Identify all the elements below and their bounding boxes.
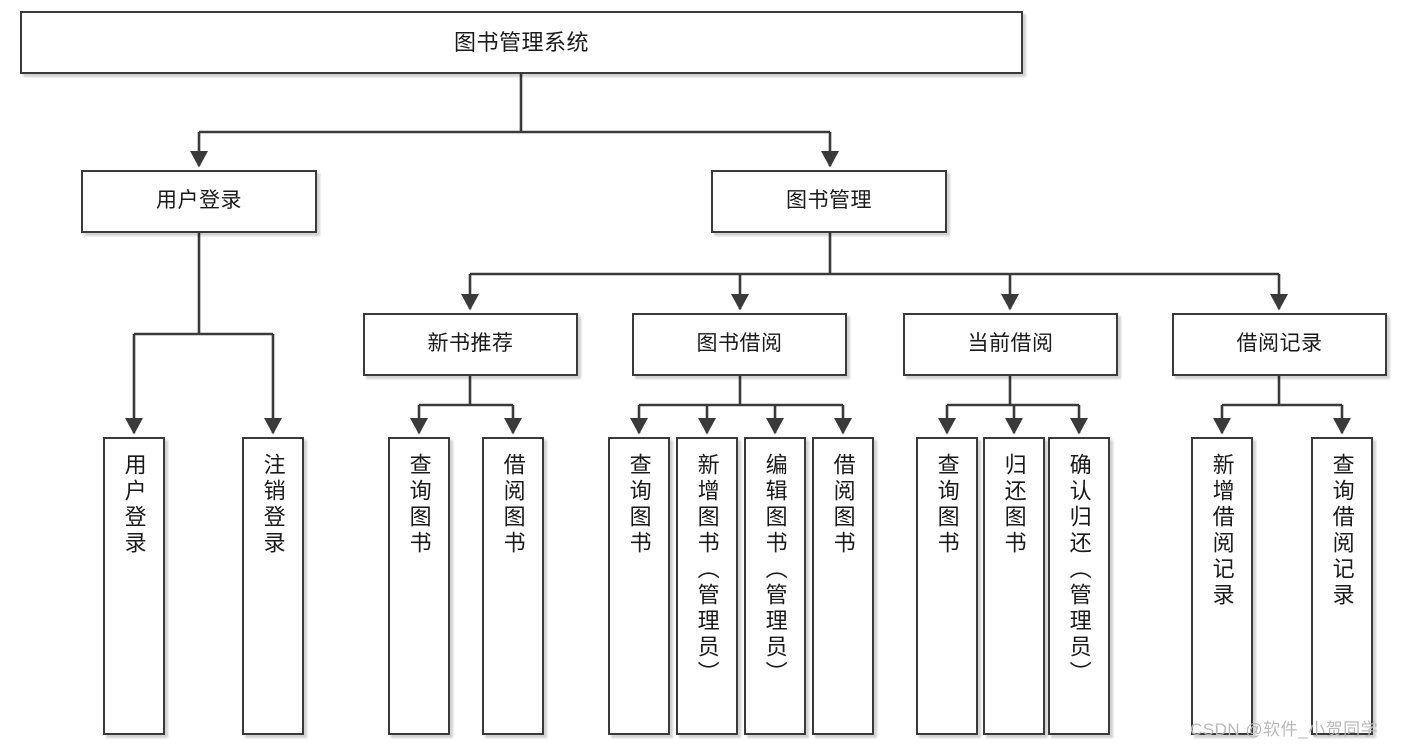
leaf-borrow-book-1-label: 借阅图书	[500, 453, 526, 557]
leaf-add-borrow-record-label: 新增借阅记录	[1209, 453, 1235, 609]
leaf-user-login[interactable]: 用户登录	[103, 437, 165, 735]
leaf-confirm-return[interactable]: 确认归还（管理员）	[1048, 437, 1110, 735]
leaf-logout-login[interactable]: 注销登录	[242, 437, 304, 735]
node-book-borrow[interactable]: 图书借阅	[632, 313, 847, 376]
leaf-return-book[interactable]: 归还图书	[983, 437, 1045, 735]
leaf-return-book-label: 归还图书	[1001, 453, 1027, 557]
node-book-management[interactable]: 图书管理	[711, 170, 947, 233]
leaf-edit-book-label: 编辑图书（管理员）	[762, 453, 788, 687]
leaf-query-book-3-label: 查询图书	[934, 453, 960, 557]
node-user-login-label: 用户登录	[156, 189, 242, 213]
node-current-borrow[interactable]: 当前借阅	[903, 313, 1118, 376]
leaf-query-book-1[interactable]: 查询图书	[388, 437, 450, 735]
node-new-book-recommend[interactable]: 新书推荐	[363, 313, 578, 376]
leaf-borrow-book-2[interactable]: 借阅图书	[812, 437, 874, 735]
leaf-borrow-book-2-label: 借阅图书	[830, 453, 856, 557]
leaf-query-book-3[interactable]: 查询图书	[916, 437, 978, 735]
node-book-management-label: 图书管理	[786, 189, 872, 213]
leaf-add-book[interactable]: 新增图书（管理员）	[676, 437, 738, 735]
leaf-add-borrow-record[interactable]: 新增借阅记录	[1191, 437, 1253, 735]
node-root-label: 图书管理系统	[453, 29, 589, 55]
leaf-query-book-2[interactable]: 查询图书	[608, 437, 670, 735]
leaf-logout-login-label: 注销登录	[260, 453, 286, 557]
node-new-book-recommend-label: 新书推荐	[427, 332, 514, 356]
node-borrow-record-label: 借阅记录	[1236, 332, 1323, 356]
leaf-query-borrow-record-label: 查询借阅记录	[1329, 453, 1355, 609]
leaf-query-book-1-label: 查询图书	[406, 453, 432, 557]
node-user-login[interactable]: 用户登录	[81, 170, 317, 233]
leaf-borrow-book-1[interactable]: 借阅图书	[482, 437, 544, 735]
leaf-add-book-label: 新增图书（管理员）	[694, 453, 720, 687]
csdn-watermark: CSDN @软件_小贺同学	[1190, 720, 1379, 739]
node-book-borrow-label: 图书借阅	[696, 332, 783, 356]
leaf-confirm-return-label: 确认归还（管理员）	[1066, 453, 1092, 687]
leaf-user-login-label: 用户登录	[121, 453, 147, 557]
leaf-query-borrow-record[interactable]: 查询借阅记录	[1311, 437, 1373, 735]
leaf-edit-book[interactable]: 编辑图书（管理员）	[744, 437, 806, 735]
leaf-query-book-2-label: 查询图书	[626, 453, 652, 557]
node-borrow-record[interactable]: 借阅记录	[1172, 313, 1387, 376]
node-current-borrow-label: 当前借阅	[967, 332, 1054, 356]
node-root[interactable]: 图书管理系统	[20, 11, 1023, 74]
